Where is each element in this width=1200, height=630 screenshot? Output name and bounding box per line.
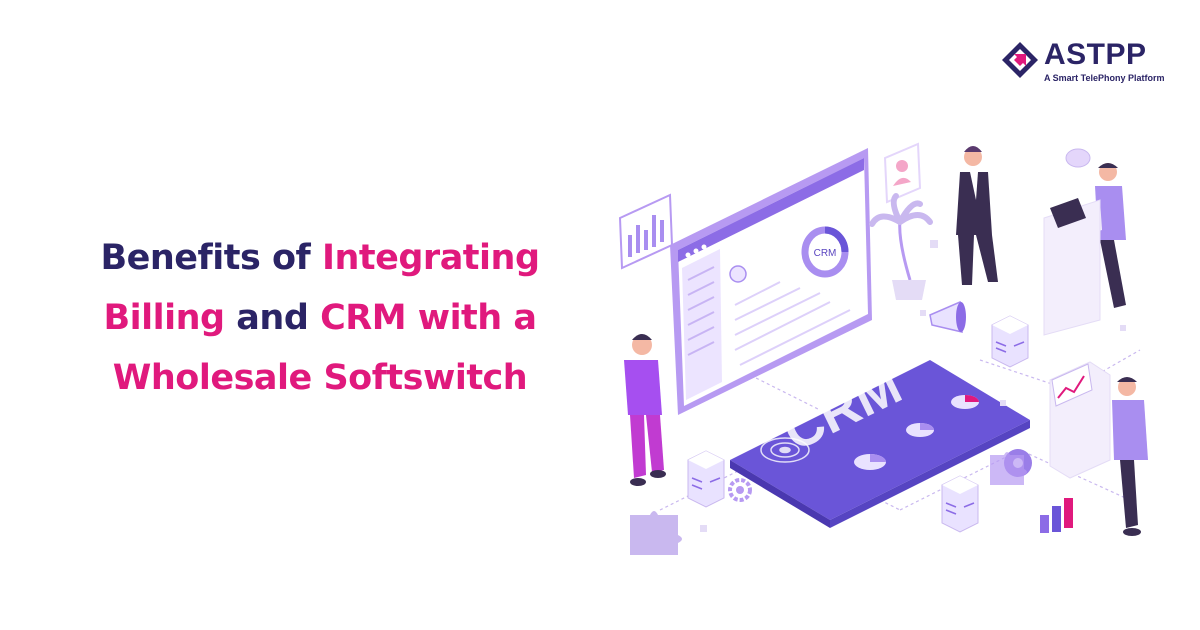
title-text: and (224, 298, 321, 338)
title-highlight: Billing (103, 298, 225, 338)
puzzle-piece-icon (990, 452, 1027, 485)
puzzle-piece-icon (630, 511, 682, 555)
user-profile-card-icon (883, 142, 922, 204)
brand-logo[interactable]: ASTPP A Smart TelePhony Platform (1000, 38, 1180, 88)
server-box-icon (687, 450, 725, 508)
server-box-icon (941, 475, 979, 533)
title-highlight: CRM with a (320, 298, 537, 338)
control-panel-operator-figure (1049, 361, 1148, 536)
crm-floor-platform: CRM (730, 355, 1030, 528)
brand-name: ASTPP (1044, 38, 1147, 71)
megaphone-icon (929, 300, 966, 333)
decorative-cubes (700, 240, 1126, 532)
crm-isometric-illustration: CRM (618, 142, 1148, 555)
thinking-person-figure (624, 334, 666, 486)
businessman-figure (956, 146, 998, 285)
brand-tagline: A Smart TelePhony Platform (1044, 73, 1165, 83)
title-line-2: Billing and CRM with a (60, 288, 580, 348)
screen-crm-badge: CRM (814, 248, 837, 259)
gear-icon (728, 478, 752, 502)
bar-chart-card-icon (618, 193, 674, 270)
diamond-logo-icon (1002, 42, 1038, 78)
potted-plant-icon (869, 193, 933, 300)
crm-dashboard-screen: CRM (670, 148, 872, 415)
mini-bar-blocks-icon (1040, 498, 1073, 533)
floor-pie-icons (854, 395, 979, 470)
floor-target-icon (760, 437, 810, 463)
man-at-laptop-figure (1043, 148, 1126, 336)
title-line-1: Benefits of Integrating (60, 228, 580, 288)
title-highlight: Wholesale Softswitch (112, 358, 528, 398)
title-line-3: Wholesale Softswitch (60, 348, 580, 408)
server-box-icon (991, 315, 1029, 368)
title-text: Benefits of (100, 238, 322, 278)
title-highlight: Integrating (321, 238, 540, 278)
page-title: Benefits of Integrating Billing and CRM … (60, 228, 580, 408)
